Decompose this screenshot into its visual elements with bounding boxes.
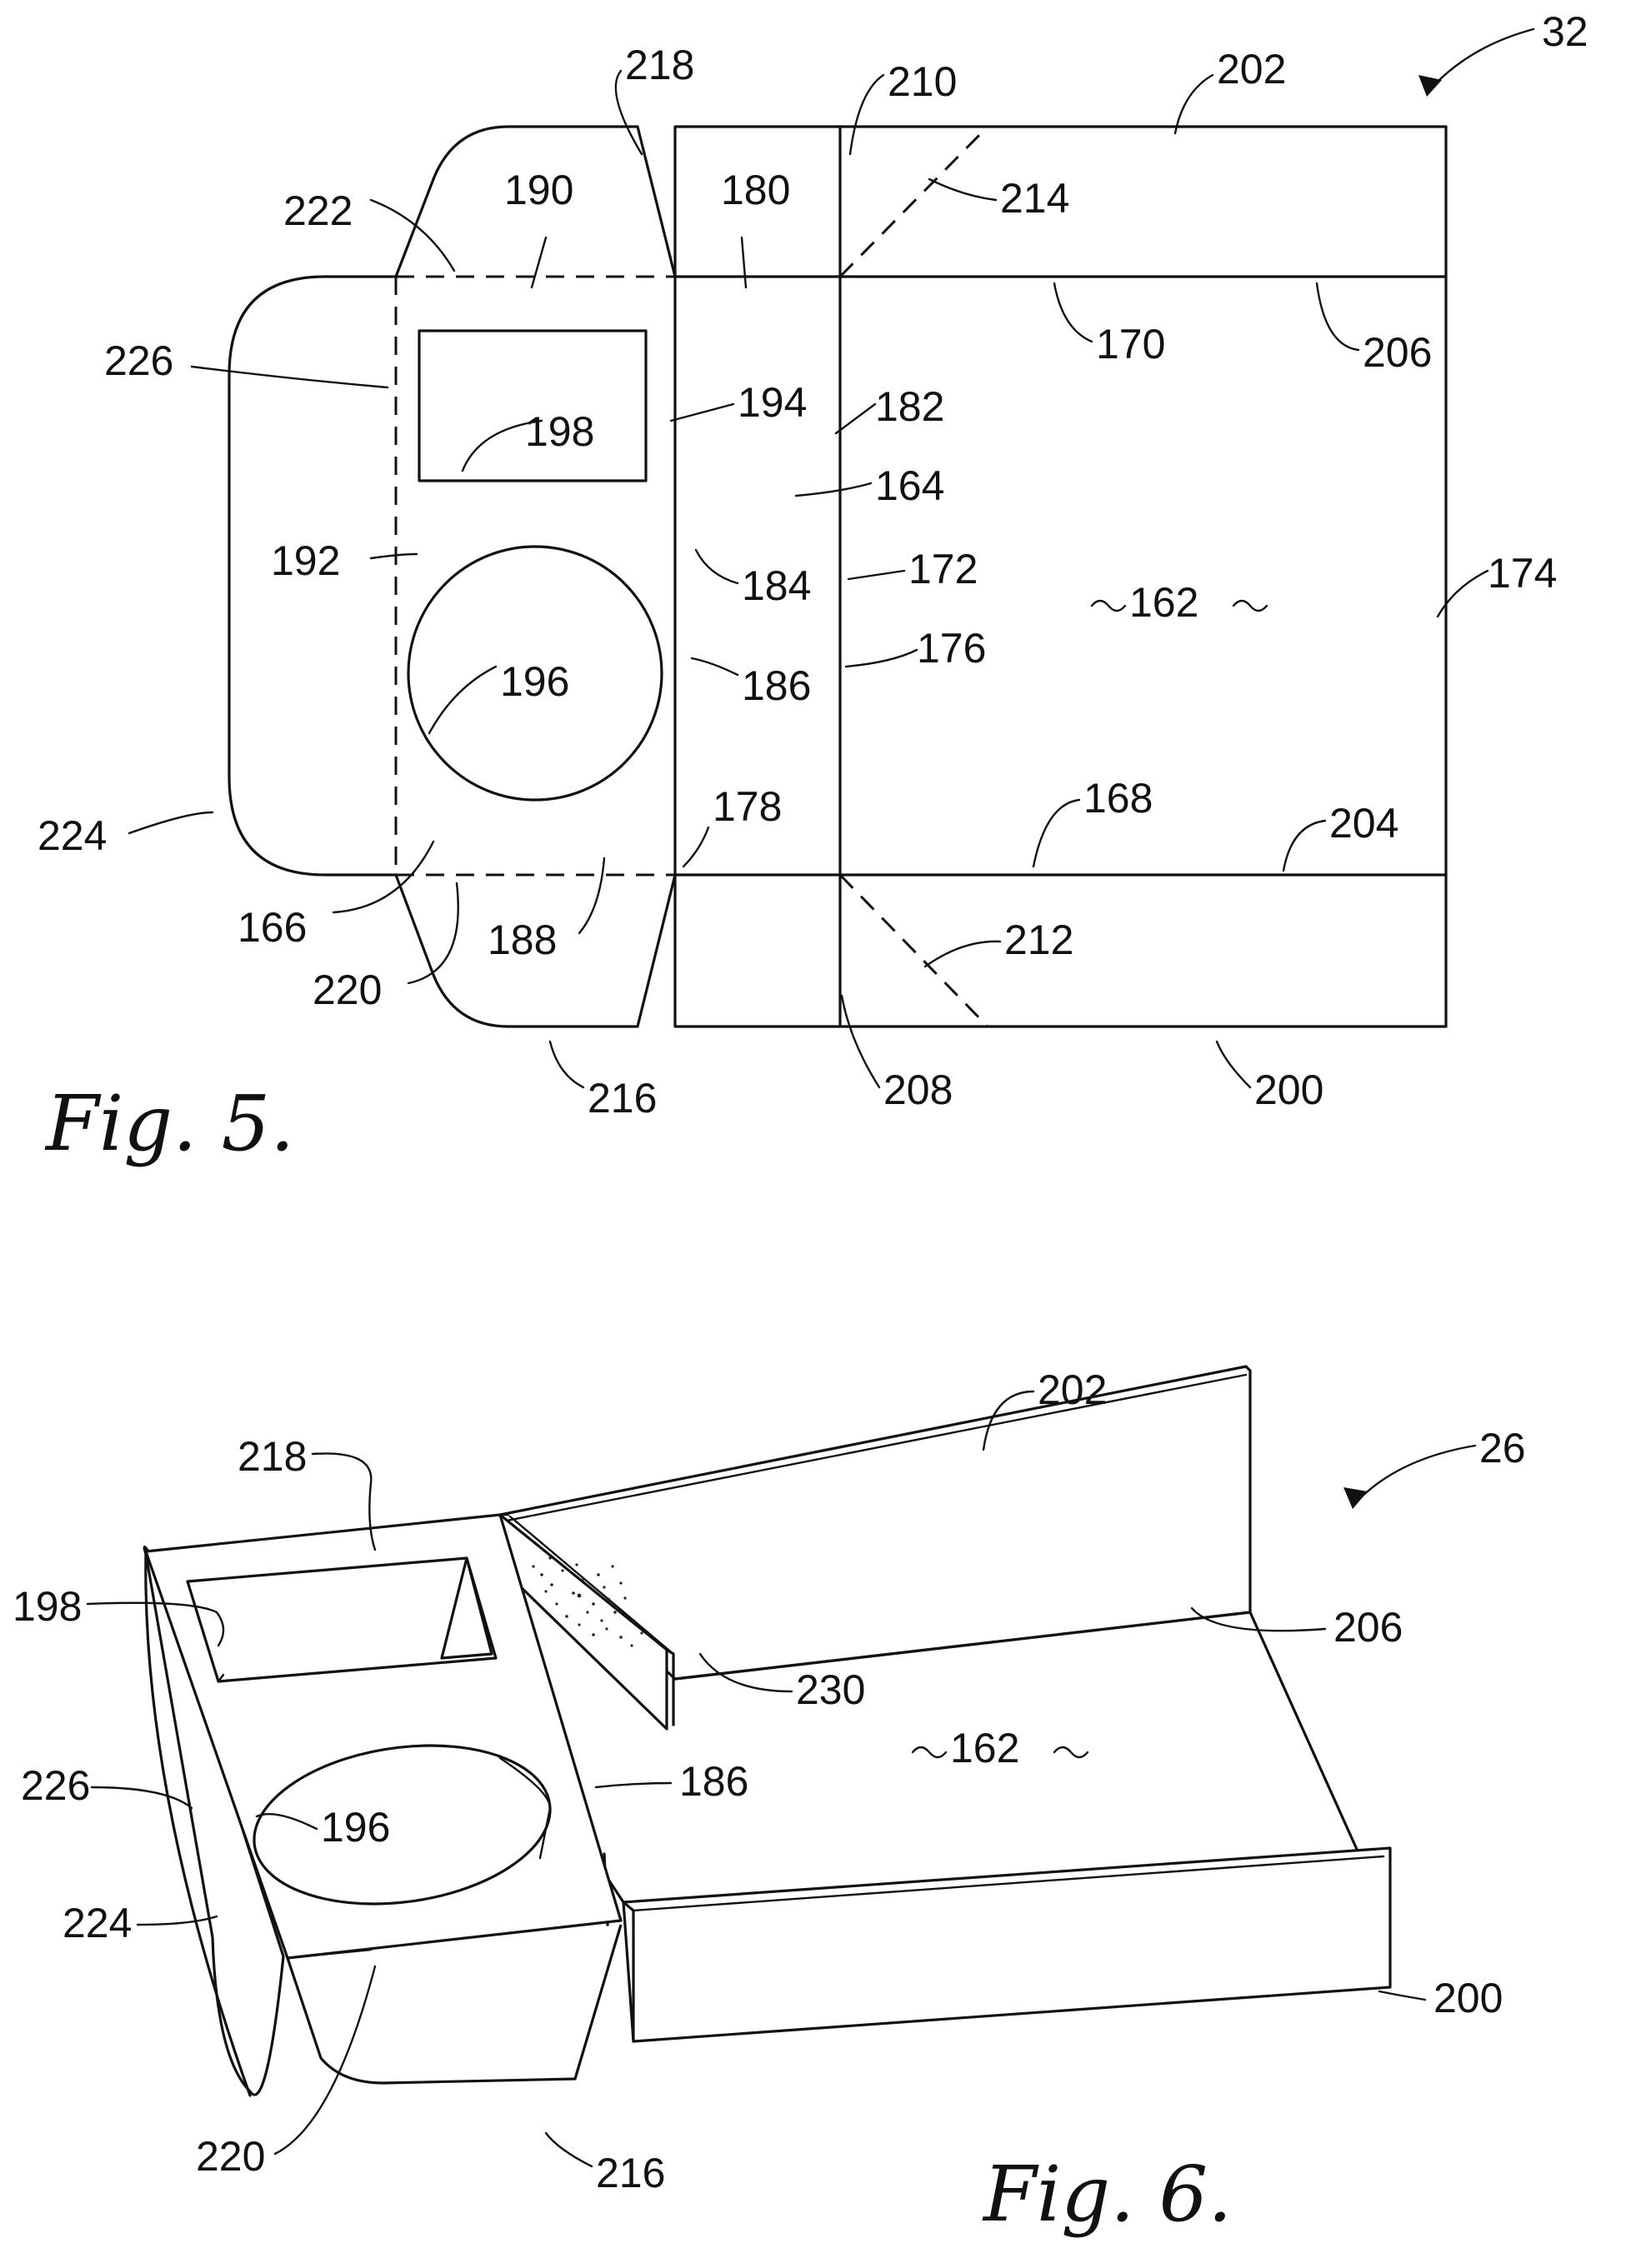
fig5-label: 212 [1004,917,1073,963]
fig5-label: 208 [883,1067,953,1113]
fig6-ref-numeral: 26 [1479,1425,1526,1471]
fig6-caption: Fig. 6. [982,2150,1232,2239]
fig5-label: 226 [104,337,173,384]
fig6-label: 206 [1333,1604,1403,1651]
fig5-label: 206 [1363,329,1432,376]
fig5-label: 166 [238,904,307,951]
fig5-label: 168 [1083,775,1153,822]
fig5-callout-labels: 218 210 202 190 180 214 222 170 206 226 … [38,42,1557,1122]
fig6-label: 224 [63,1900,132,1946]
fig5-label: 200 [1254,1067,1323,1113]
fig5-label: 188 [488,917,557,963]
fig5-label: 220 [313,967,382,1013]
fig5-label: 214 [1000,175,1069,222]
fig5-label: 216 [588,1075,657,1122]
fig5-label: 176 [917,625,986,672]
fig5-label: 162 [1129,579,1198,626]
fig5-label: 224 [38,812,107,859]
fig5-label: 184 [742,562,811,609]
fig6-label: 230 [796,1666,865,1713]
fig6-label: 196 [321,1804,390,1851]
fig6-label: 220 [196,2133,265,2180]
fig6-label: 162 [950,1725,1019,1771]
fig5-ref-numeral: 32 [1542,8,1588,55]
fig5-label: 204 [1329,800,1398,847]
figure-5-blank-drawing: 32 [38,8,1588,1168]
fig6-label: 226 [21,1762,90,1809]
fig5-label: 180 [721,167,790,213]
fig5-label: 178 [713,783,782,830]
figure-6-assembled-tray-drawing: 26 202 218 198 206 230 162 226 186 196 2… [13,1366,1526,2239]
fig5-label: 222 [283,187,353,234]
fig6-label: 218 [238,1433,307,1480]
fig5-caption: Fig. 5. [44,1079,294,1168]
fig6-label: 216 [596,2150,665,2196]
fig5-label: 172 [908,546,978,592]
fig5-label: 194 [738,379,807,426]
fig6-label: 198 [13,1583,82,1630]
fig5-label: 202 [1217,46,1286,92]
fig5-label: 196 [500,658,569,705]
fig5-label: 198 [525,408,594,455]
fig5-label: 182 [875,383,944,430]
fig5-label: 170 [1096,321,1165,367]
fig6-label: 202 [1038,1366,1107,1413]
fig6-label: 186 [679,1758,748,1805]
fig5-label: 186 [742,662,811,709]
fig6-label: 200 [1433,1975,1503,2021]
fig5-label: 210 [888,58,957,105]
fig5-label: 190 [504,167,573,213]
fig5-label: 218 [625,42,694,88]
fig5-label: 174 [1488,550,1557,597]
fig5-label: 192 [271,537,340,584]
fig5-label: 164 [875,462,944,509]
